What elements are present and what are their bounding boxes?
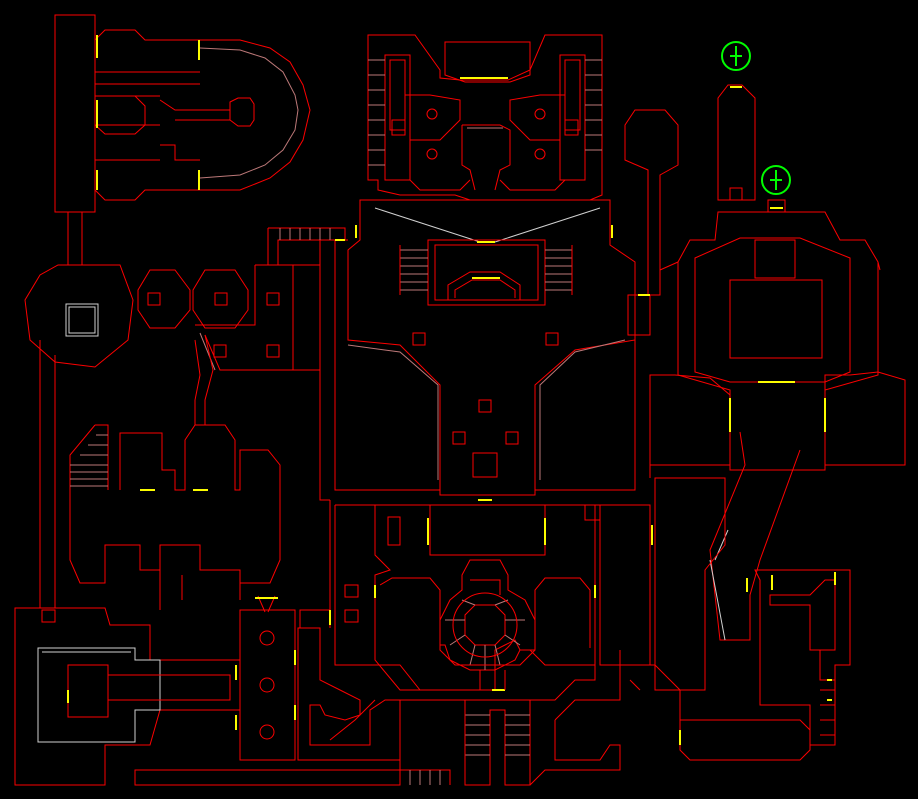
south-arena bbox=[334, 504, 596, 691]
player-marker-icon bbox=[761, 165, 791, 195]
sw-key-room bbox=[297, 609, 401, 761]
player-marker-icon bbox=[770, 170, 782, 190]
west-round-room bbox=[24, 264, 134, 608]
west-middle-complex bbox=[69, 424, 281, 610]
misc-connectors bbox=[293, 261, 881, 610]
player-marker-icon bbox=[721, 41, 751, 71]
sw-complex bbox=[14, 607, 451, 786]
west-small-rooms bbox=[137, 264, 294, 425]
east-teleporters bbox=[717, 41, 791, 213]
player-marker-icon bbox=[730, 46, 742, 66]
east-keep bbox=[649, 211, 906, 641]
north-temple bbox=[367, 34, 603, 201]
pillar-room bbox=[239, 595, 296, 761]
south-passage bbox=[329, 650, 621, 786]
se-complex bbox=[584, 477, 851, 761]
ne-tower bbox=[624, 109, 679, 336]
nw-wing bbox=[54, 14, 311, 213]
nw-corridor bbox=[67, 212, 83, 265]
central-hall bbox=[334, 199, 636, 501]
hall-west-corridor bbox=[267, 227, 346, 370]
